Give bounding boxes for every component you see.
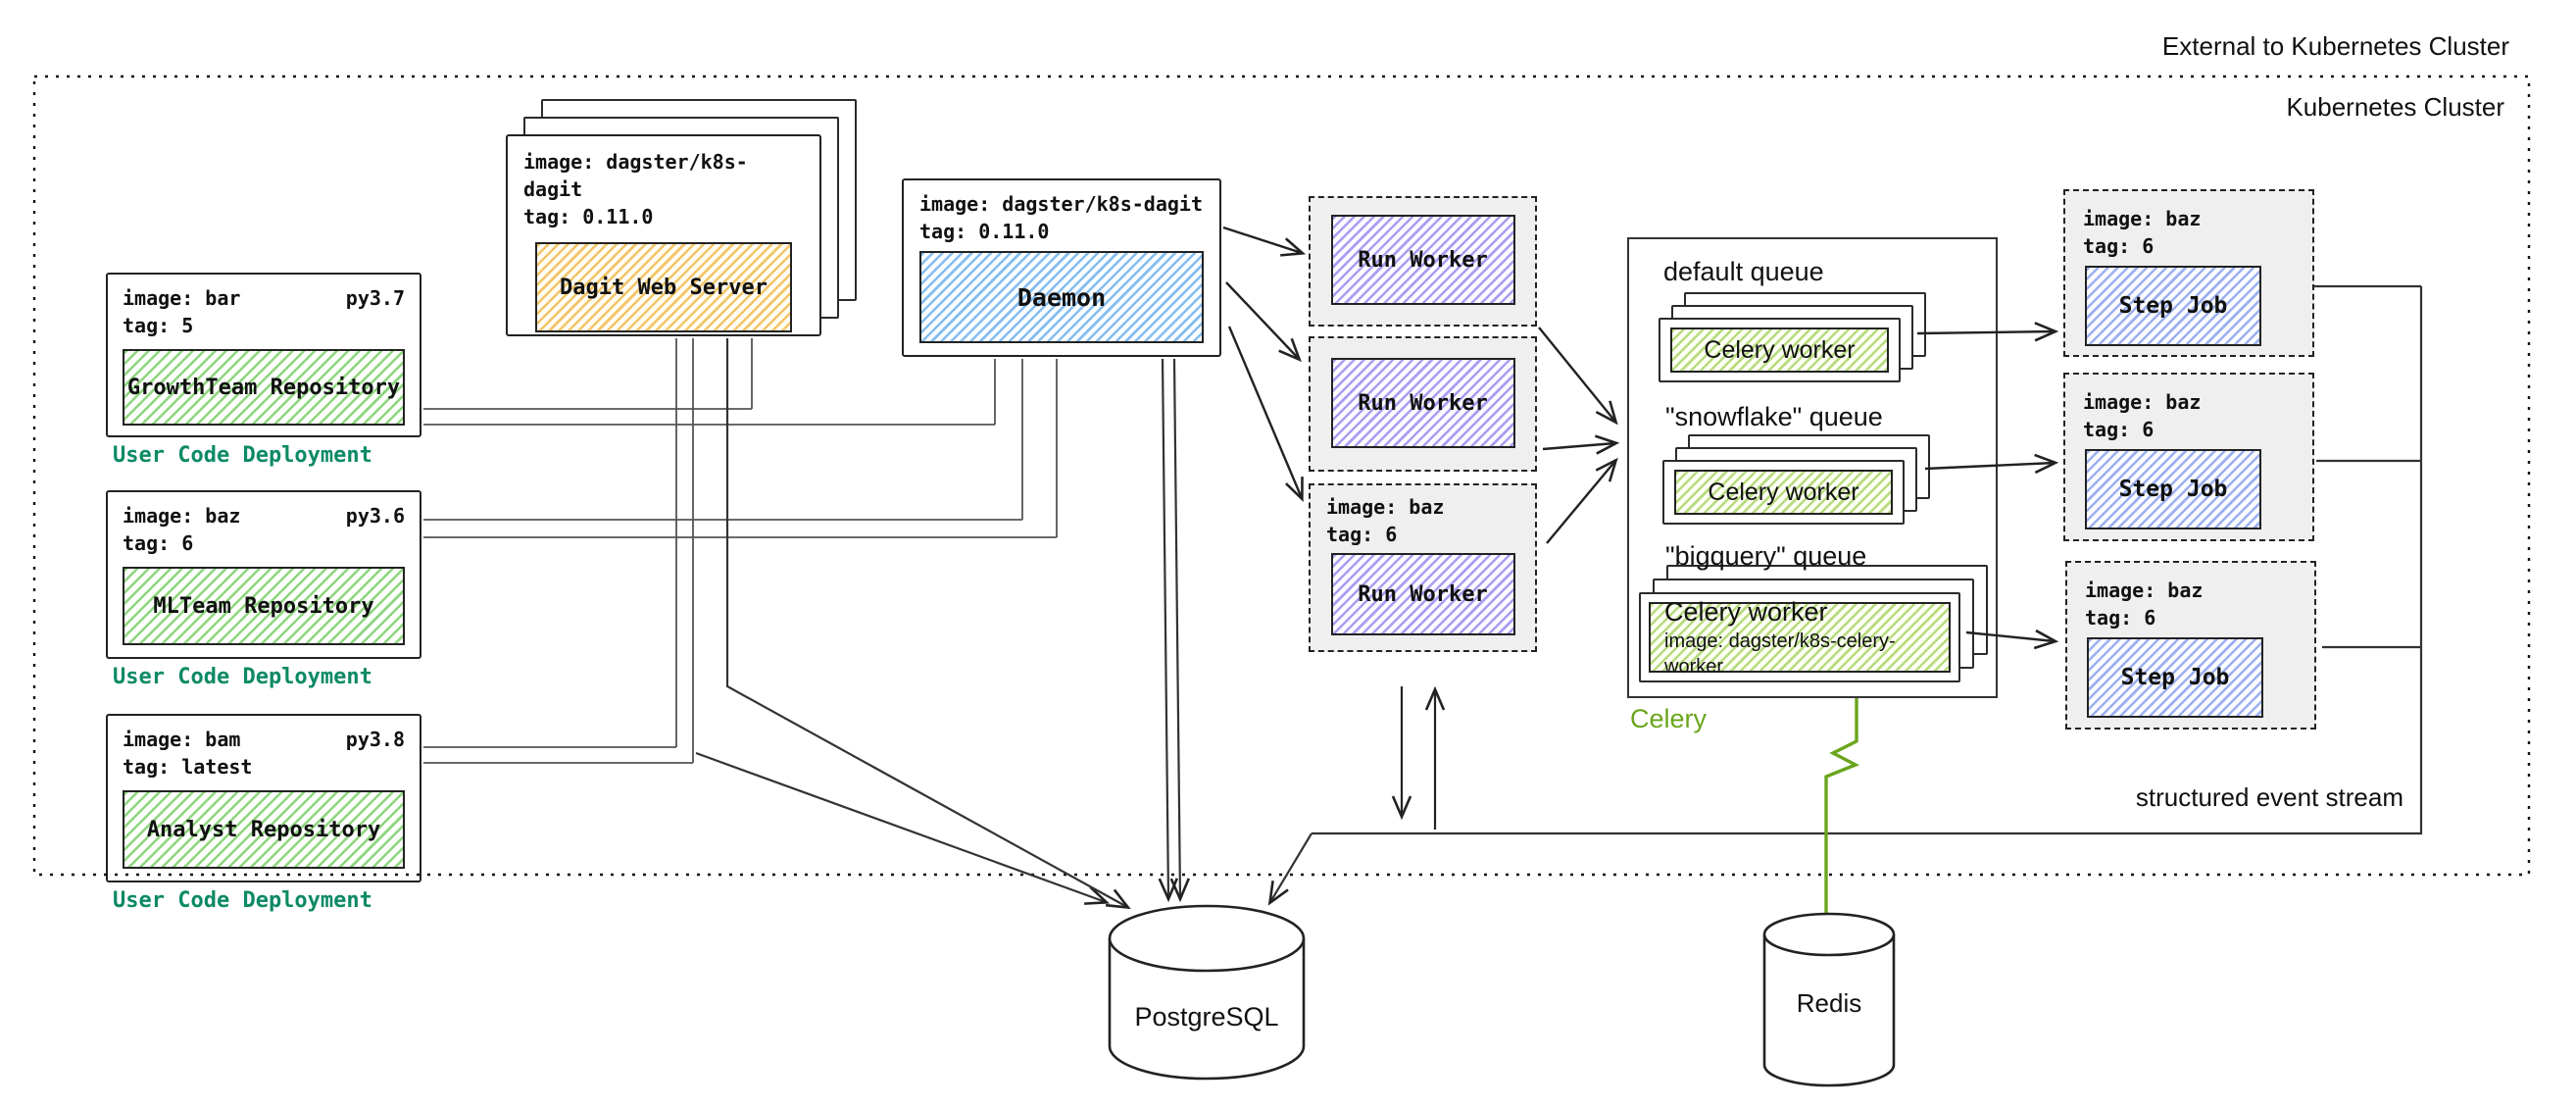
run-worker-box: Run Worker: [1330, 553, 1515, 635]
run-worker-box: Run Worker: [1330, 215, 1515, 305]
user-code-deployment-caption: User Code Deployment: [113, 443, 372, 468]
celery-worker-box: Celery worker: [1674, 470, 1893, 515]
repository-box: MLTeam Repository: [123, 567, 405, 645]
step-job-tag: tag: 6: [2083, 418, 2155, 441]
deployment-image: image: baz: [123, 504, 241, 528]
step-job-box: Step Job: [2087, 637, 2263, 718]
event-stream-to-postgres-arrow: [1267, 832, 1313, 906]
step-job-box: Step Job: [2085, 266, 2261, 346]
step-job-tag: tag: 6: [2083, 234, 2155, 258]
celery-worker-image: image: dagster/k8s-celery-worker: [1664, 630, 1896, 678]
celery-to-redis-arrow: [1814, 698, 1860, 1009]
redis-label: Redis: [1796, 988, 1862, 1018]
grpc-wires: [423, 338, 1058, 764]
daemon-box: Daemon: [919, 251, 1204, 343]
daemon-image: image: dagster/k8s-dagit: [919, 192, 1203, 216]
kubernetes-cluster-label: Kubernetes Cluster: [2286, 92, 2504, 122]
postgresql-cylinder: [1108, 904, 1306, 1081]
daemon-tag: tag: 0.11.0: [919, 220, 1050, 243]
celery-worker-box: Celery worker: [1670, 327, 1889, 373]
repository-box: GrowthTeam Repository: [123, 349, 405, 426]
step-job-image: image: baz: [2083, 390, 2202, 414]
deployment-python-version: py3.6: [345, 504, 405, 528]
deployment-growthteam: image: bar py3.7 tag: 5 GrowthTeam Repos…: [106, 273, 421, 437]
step-job-image: image: baz: [2083, 207, 2202, 230]
run-worker-pod-1: Run Worker: [1309, 196, 1537, 327]
deployment-mlteam: image: baz py3.6 tag: 6 MLTeam Repositor…: [106, 490, 421, 659]
postgres-write-arrows: [695, 338, 1190, 910]
step-job-pod-2: image: baz tag: 6 Step Job: [2063, 373, 2314, 541]
deployment-analyst: image: bam py3.8 tag: latest Analyst Rep…: [106, 714, 421, 882]
deployment-python-version: py3.7: [345, 286, 405, 310]
celery-worker-snowflake: Celery worker: [1662, 460, 1905, 525]
deployment-image: image: bam: [123, 728, 241, 751]
step-job-pod-1: image: baz tag: 6 Step Job: [2063, 189, 2314, 357]
runworker-to-celery-arrows: [1538, 327, 1620, 544]
step-job-image: image: baz: [2085, 579, 2204, 602]
external-cluster-label: External to Kubernetes Cluster: [2161, 31, 2509, 61]
deployment-tag: tag: latest: [123, 755, 253, 779]
celery-worker-box: Celery worker: [1664, 597, 1828, 627]
deployment-tag: tag: 5: [123, 314, 194, 337]
run-worker-image: image: baz: [1326, 495, 1445, 519]
celery-caption: Celery: [1630, 704, 1708, 733]
celery-worker-bigquery: Celery worker image: dagster/k8s-celery-…: [1639, 592, 1960, 682]
celery-worker-default: Celery worker: [1659, 318, 1901, 382]
step-job-tag: tag: 6: [2085, 606, 2156, 630]
dagit-box: Dagit Web Server: [535, 242, 792, 332]
deployment-tag: tag: 6: [123, 531, 194, 555]
user-code-deployment-caption: User Code Deployment: [113, 888, 372, 913]
repository-box: Analyst Repository: [123, 790, 405, 869]
user-code-deployment-caption: User Code Deployment: [113, 665, 372, 689]
deployment-image: image: bar: [123, 286, 241, 310]
queue-label-default: default queue: [1663, 257, 1824, 286]
postgresql-label: PostgreSQL: [1134, 1002, 1279, 1032]
run-worker-tag: tag: 6: [1326, 523, 1398, 546]
daemon-to-runworker-arrows: [1222, 226, 1307, 502]
queue-label-snowflake: "snowflake" queue: [1665, 402, 1883, 431]
daemon: image: dagster/k8s-dagit tag: 0.11.0 Dae…: [902, 178, 1221, 357]
dagit-tag: tag: 0.11.0: [523, 205, 654, 228]
dagit-web-server: image: dagster/k8s-dagit tag: 0.11.0 Dag…: [506, 134, 821, 336]
step-job-pod-3: image: baz tag: 6 Step Job: [2065, 561, 2316, 730]
dagit-image: image: dagster/k8s-dagit: [523, 150, 748, 201]
event-stream-label: structured event stream: [2135, 782, 2403, 812]
deployment-python-version: py3.8: [345, 728, 405, 751]
run-worker-pod-3: image: baz tag: 6 Run Worker: [1309, 483, 1537, 652]
queue-label-bigquery: "bigquery" queue: [1665, 541, 1867, 571]
step-job-box: Step Job: [2085, 449, 2261, 529]
run-worker-box: Run Worker: [1330, 358, 1515, 448]
run-worker-pod-2: Run Worker: [1309, 336, 1537, 472]
celery-container: default queue Celery worker "snowflake" …: [1627, 237, 1998, 698]
